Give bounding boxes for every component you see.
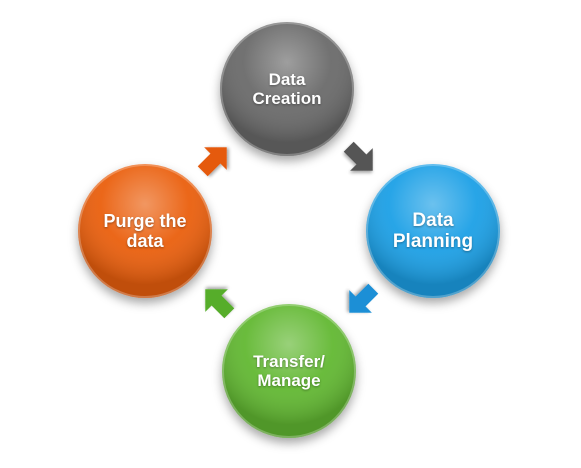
arrow-purge-the-data-to-data-creation [197, 147, 227, 177]
arrow-data-creation-to-data-planning [343, 141, 373, 171]
node-rim-data-creation [220, 22, 354, 156]
node-transfer-manage [222, 304, 356, 438]
node-data-planning [366, 164, 500, 298]
node-label-purge-the-data: Purge the data [103, 210, 187, 251]
node-label-data-creation: Data Creation [252, 69, 322, 108]
node-label-transfer-manage: Transfer/ Manage [253, 351, 325, 390]
node-rim-purge-the-data [78, 164, 212, 298]
node-gloss-transfer-manage [222, 304, 356, 438]
node-data-creation [220, 22, 354, 156]
node-gloss-data-creation [220, 22, 354, 156]
node-rim-data-planning [366, 164, 500, 298]
node-gloss-purge-the-data [78, 164, 212, 298]
arrow-data-planning-to-transfer-manage [349, 283, 379, 313]
arrow-transfer-manage-to-purge-the-data [205, 289, 235, 319]
node-gloss-data-planning [366, 164, 500, 298]
node-label-data-planning: Data Planning [392, 209, 474, 252]
node-rim-transfer-manage [222, 304, 356, 438]
node-purge-the-data [78, 164, 212, 298]
